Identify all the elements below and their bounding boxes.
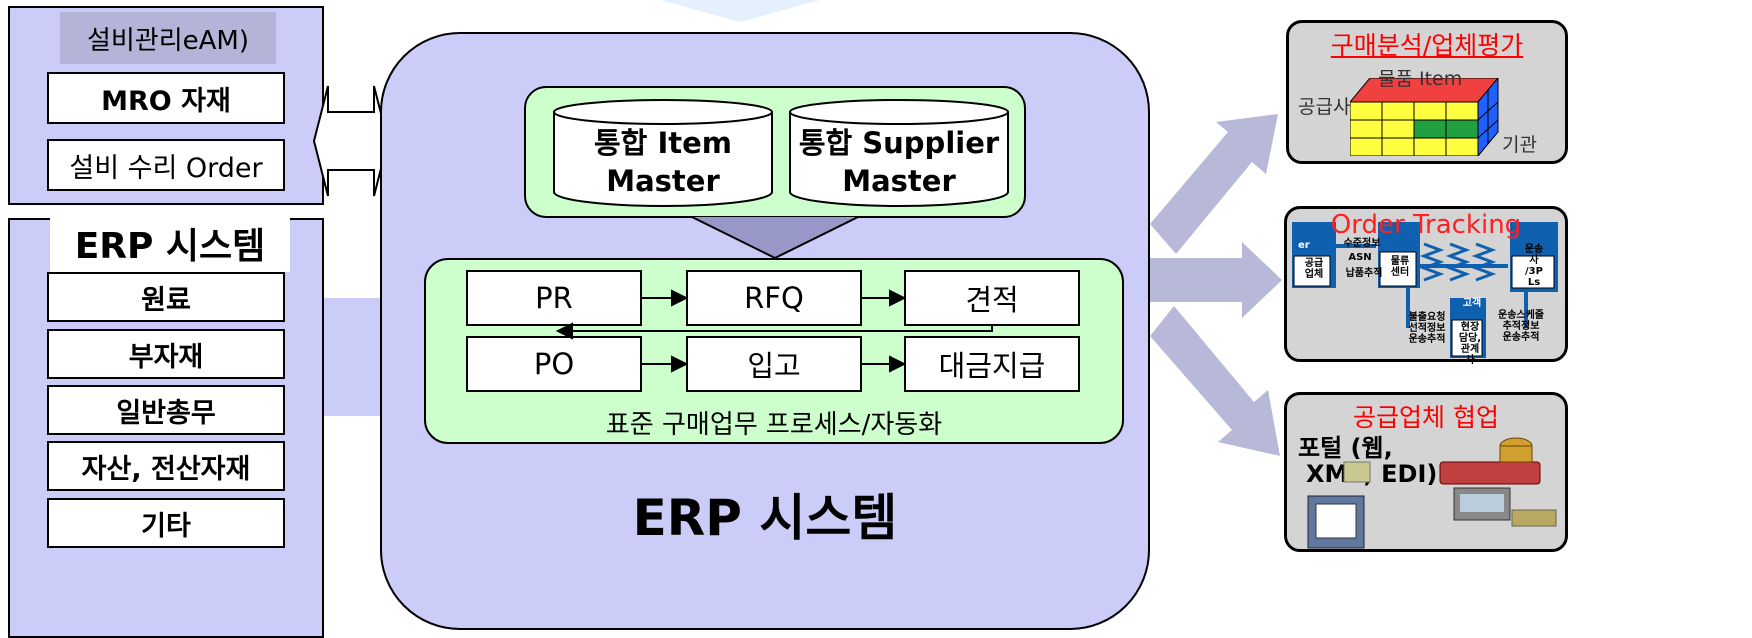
eam-item-order: 설비 수리 Order [47, 139, 285, 191]
supplier-master-cylinder [789, 99, 1009, 207]
erp-item-assets: 자산, 전산자재 [47, 441, 285, 491]
erp-item-raw: 원료 [47, 272, 285, 322]
collab-title: 공급업체 협업 [1353, 403, 1499, 432]
step-rfq: RFQ [686, 270, 862, 326]
analysis-title: 구매분석/업체평가 [1330, 31, 1524, 60]
axis-supplier-label: 공급사 [1298, 96, 1351, 118]
erp-left-title: ERP 시스템 [50, 214, 290, 272]
right-arrows [1150, 114, 1282, 456]
item-master-cylinder [553, 99, 773, 207]
supplier-master-line1: 통합 Supplier [798, 126, 1000, 160]
eam-title: 설비관리eAM) [60, 12, 276, 64]
funnel-triangle [690, 216, 860, 260]
erp-item-sub: 부자재 [47, 329, 285, 379]
node-logistics: 물류 센터 [1390, 256, 1410, 278]
cube-graphic [1350, 78, 1499, 156]
process-caption: 표준 구매업무 프로세스/자동화 [605, 410, 943, 440]
label-level-info: 수준정보 [1343, 238, 1381, 249]
label-customer: 고객 [1462, 298, 1482, 309]
label-shipment: 불출요청 선적정보 운송추적 [1408, 312, 1446, 345]
step-pr: PR [466, 270, 642, 326]
erp-main-title: ERP 시스템 [632, 489, 898, 547]
step-po: PO [466, 336, 642, 392]
process-arrows [555, 289, 993, 373]
erp-item-general: 일반총무 [47, 385, 285, 435]
top-arrow-shape [660, 0, 820, 22]
supplier-master-label: 통합 Supplier Master [788, 124, 1010, 200]
eam-item-mro: MRO 자재 [47, 72, 285, 124]
node-er: er [1298, 240, 1310, 251]
erp-item-etc: 기타 [47, 498, 285, 548]
item-master-line2: Master [606, 164, 720, 198]
portal-label-2: XML, EDI) [1306, 460, 1438, 488]
axis-item-label: 물품 Item [1378, 68, 1463, 90]
step-receive: 입고 [686, 336, 862, 392]
axis-org-label: 기관 [1502, 134, 1537, 156]
node-supplier: 공급 업체 [1304, 258, 1324, 280]
step-quote: 견적 [904, 270, 1080, 326]
supplier-master-line2: Master [842, 164, 956, 198]
portal-label-1: 포털 (웹, [1298, 434, 1393, 462]
label-schedule: 운송스케줄 추적정보 운송추적 [1498, 310, 1544, 343]
double-arrow-shape [312, 85, 390, 197]
node-asn: ASN [1348, 252, 1372, 263]
node-site: 현장 담당, 관계 사 [1458, 322, 1482, 366]
node-delivery-tracking: 납품추적 [1345, 268, 1383, 279]
collab-graphic [1307, 437, 1557, 549]
node-carrier: 운송 사 /3P Ls [1524, 244, 1544, 288]
item-master-label: 통합 Item Master [552, 124, 774, 200]
tracking-title: Order Tracking [1330, 210, 1522, 240]
item-master-line1: 통합 Item [594, 126, 732, 160]
tracking-graphic [1292, 222, 1558, 358]
